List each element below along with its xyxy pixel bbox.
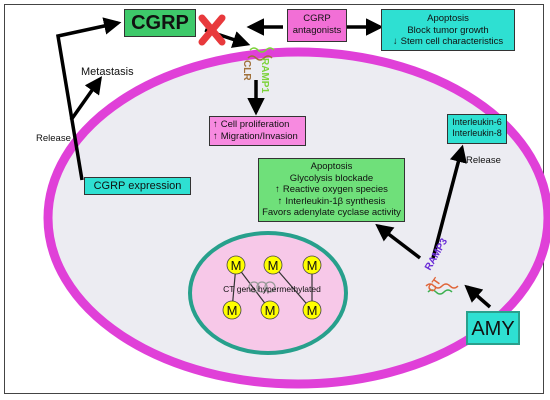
release-right-label: Release	[466, 155, 501, 166]
methyl-label: M	[227, 303, 238, 318]
release-left-label: Release	[36, 133, 71, 144]
arrow-release-to-metastasis	[69, 76, 103, 122]
methyl-label: M	[307, 258, 318, 273]
amy-label: AMY	[466, 311, 520, 345]
methyl-circle	[263, 255, 283, 275]
methyl-label: M	[231, 258, 242, 273]
cgrp-label: CGRP	[124, 9, 196, 37]
ramp1-label: RAMP1	[259, 58, 270, 93]
arrow-receptor-to-amy-effects	[375, 223, 422, 260]
receptor-ramp1-clr: RAMP1 CLR	[241, 47, 275, 93]
methyl-label: M	[265, 303, 276, 318]
proliferation-box: Cell proliferation Migration/Invasion	[209, 116, 306, 146]
methylation-marks: M M M M M M	[222, 255, 322, 320]
methyl-circle	[226, 255, 246, 275]
arrow-amy-to-receptor	[464, 284, 492, 309]
nucleus-caption: CT gene hypermethylated	[223, 284, 321, 294]
methyl-circle	[302, 255, 322, 275]
methyl-circle	[260, 300, 280, 320]
arrow-receptor-to-interleukins	[431, 144, 467, 259]
methyl-label: M	[268, 258, 279, 273]
arrow-expression-to-cgrp	[55, 17, 122, 181]
interleukins-box: Interleukin-6 Interleukin-8	[447, 114, 507, 144]
metastasis-label: Metastasis	[81, 66, 134, 78]
clr-label: CLR	[241, 60, 252, 81]
amy-effects-box: Apoptosis Glycolysis blockade Reactive o…	[258, 158, 405, 222]
methyl-circle	[302, 300, 322, 320]
methylation-rings	[248, 281, 276, 293]
methyl-circle	[222, 300, 242, 320]
methyl-label: M	[307, 303, 318, 318]
block-cross-icon	[198, 14, 226, 46]
antagonist-effects-box: Apoptosis Block tumor growth Stem cell c…	[381, 9, 515, 51]
cgrp-expression-box: CGRP expression	[84, 177, 191, 195]
cgrp-antagonists-box: CGRP antagonists	[287, 9, 347, 42]
